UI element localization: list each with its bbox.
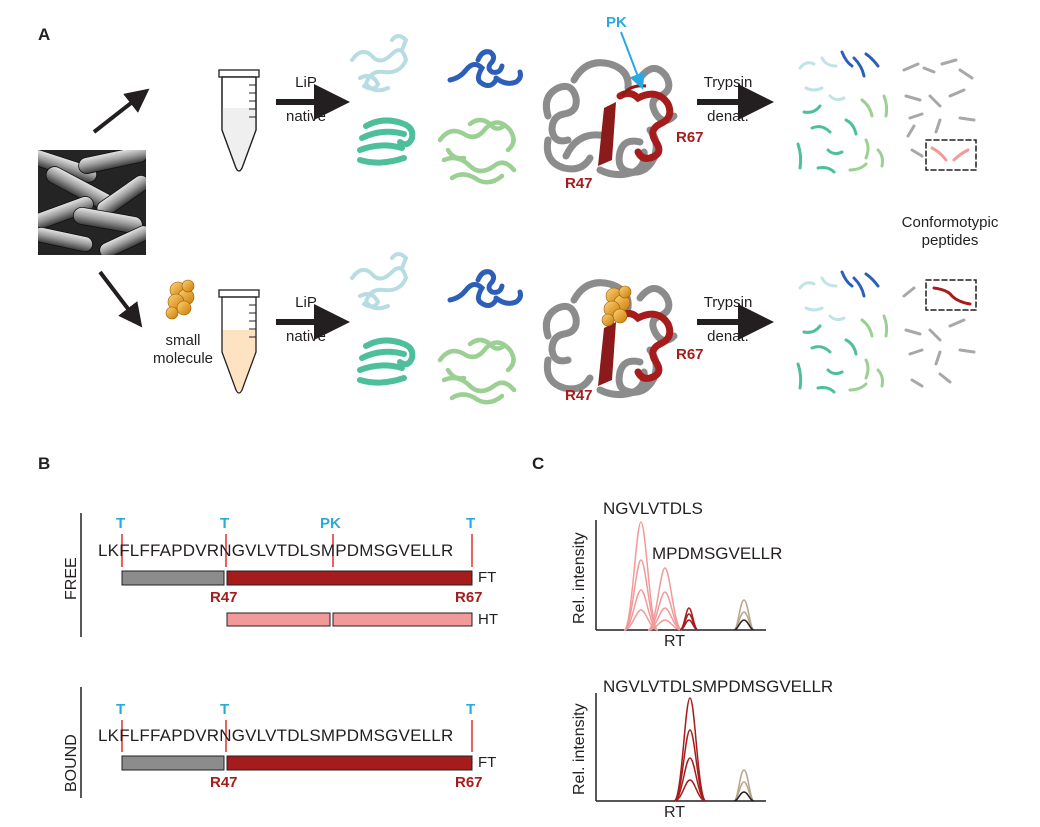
free-state-label: FREE (63, 557, 80, 600)
free-sequence: LKFLFFAPDVRNGVLVTDLSMPDMSGVELLR (98, 541, 454, 560)
arrow-up-branch (92, 88, 150, 134)
r67-label-bottom: R67 (676, 346, 704, 363)
bound-ligand-spheres (601, 285, 632, 327)
bound-cut-t2: T (220, 701, 230, 718)
arrow-down-branch (98, 270, 143, 328)
bar-bound-grey (121, 755, 225, 771)
bar-bound-ft (226, 755, 473, 771)
panel-a-letter: A (38, 25, 51, 44)
lip-label-top: LiP (295, 74, 317, 91)
r67-label-top: R67 (676, 129, 704, 146)
free-cut-pk: PK (320, 515, 341, 532)
peptide-cloud-top (796, 50, 977, 174)
bound-ft-label: FT (478, 754, 497, 771)
protein-blue-bottom (447, 269, 523, 308)
peptide-cloud-bottom (796, 270, 977, 394)
free-ft-label: FT (478, 569, 497, 586)
protein-teal-top (357, 117, 416, 166)
pk-arrow (620, 31, 645, 90)
tube-bottom (218, 289, 260, 394)
denat-label-bottom: denat. (707, 328, 749, 345)
lip-label-bottom: LiP (295, 294, 317, 311)
free-cut-t1: T (116, 515, 126, 532)
free-cut-t2: T (220, 515, 230, 532)
bound-r47-label: R47 (210, 774, 238, 791)
bound-sequence: LKFLFFAPDVRNGVLVTDLSMPDMSGVELLR (98, 726, 454, 745)
denat-label-top: denat. (707, 108, 749, 125)
bottom-peptide-label: NGVLVTDLSMPDMSGVELLR (603, 677, 834, 696)
box-conformotypic-top (925, 139, 977, 171)
bottom-xlabel: RT (664, 804, 686, 821)
bound-cut-t1: T (116, 701, 126, 718)
free-r47-label: R47 (210, 589, 238, 606)
bound-r67-label: R67 (455, 774, 483, 791)
r47-label-bottom: R47 (565, 387, 593, 404)
bottom-ylabel: Rel. intensity (571, 703, 588, 795)
bottom-peaks (673, 697, 755, 802)
pk-label: PK (606, 14, 627, 31)
top-peptide-2-label: MPDMSGVELLR (652, 544, 783, 563)
panel-c-letter: C (532, 454, 545, 473)
panel-a-graphics (92, 31, 977, 405)
bar-free-ht2 (332, 612, 473, 627)
bar-free-ht1 (226, 612, 331, 627)
trypsin-label-bottom: Trypsin (703, 294, 753, 311)
box-conformotypic-bottom (925, 279, 977, 311)
bar-free-grey (121, 570, 225, 586)
protein-pale-top (350, 34, 409, 93)
protein-teal-bottom (357, 337, 416, 386)
r47-label-top: R47 (565, 175, 593, 192)
bar-free-ft (226, 570, 473, 586)
conformotypic-label: Conformotypic peptides (901, 214, 999, 249)
native-label-top: native (285, 108, 327, 125)
native-label-bottom: native (285, 328, 327, 345)
protein-target-top (542, 59, 678, 179)
trypsin-label-top: Trypsin (703, 74, 753, 91)
protein-pale-bottom (350, 252, 409, 311)
bound-state-label: BOUND (63, 734, 80, 792)
protein-green-top (437, 117, 517, 185)
small-molecule-spheres (165, 279, 195, 320)
free-cut-t3: T (466, 515, 476, 532)
tube-top (218, 69, 260, 172)
free-r67-label: R67 (455, 589, 483, 606)
bacteria-micrograph (38, 150, 146, 255)
protein-green-bottom (437, 337, 517, 405)
top-peaks (623, 521, 755, 631)
protein-blue-top (447, 49, 523, 88)
small-molecule-label: small molecule (152, 332, 214, 367)
free-ht-label: HT (478, 611, 498, 628)
protein-target-bottom (542, 279, 678, 399)
panel-b-letter: B (38, 454, 51, 473)
top-ylabel: Rel. intensity (571, 532, 588, 624)
top-xlabel: RT (664, 633, 686, 650)
top-peptide-1-label: NGVLVTDLS (603, 499, 703, 518)
bound-cut-t3: T (466, 701, 476, 718)
